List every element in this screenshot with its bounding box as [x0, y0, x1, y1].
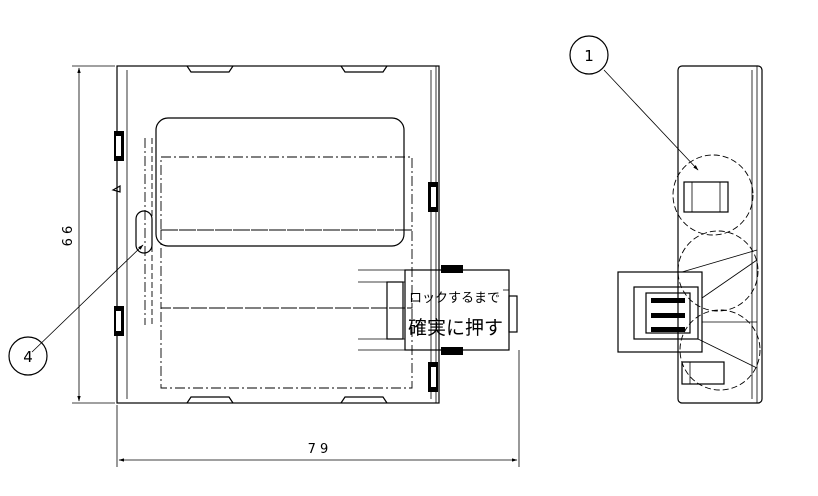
battery-outline-3 [160, 307, 413, 389]
left-clip-top-inner [116, 136, 121, 156]
dimension-width [116, 350, 520, 467]
label-line-2: 確実に押す [408, 317, 503, 339]
balloon-1-leader [603, 69, 699, 171]
balloon-4-label: 4 [23, 348, 33, 366]
balloon-1-label: 1 [584, 47, 594, 65]
battery-outline-2 [160, 229, 413, 309]
left-clip-bottom-inner [116, 311, 121, 331]
balloon-4 [8, 336, 48, 376]
balloon-1 [569, 35, 609, 75]
side-body [677, 65, 763, 404]
outer-frame [116, 65, 440, 404]
connector-housing [358, 265, 518, 355]
side-clip-bottom [681, 361, 725, 385]
left-notch [111, 184, 121, 193]
balloon-4-leader [31, 244, 144, 353]
battery-outline-1 [160, 156, 413, 231]
side-connector [617, 249, 758, 369]
dimension-height [72, 65, 115, 404]
dimension-height-label: 6 6 [61, 226, 76, 247]
right-clip-bottom-inner [431, 367, 436, 387]
detail-circle-1 [672, 154, 754, 236]
right-clip-top-inner [431, 187, 436, 207]
top-tabs [186, 65, 388, 73]
front-view: ロックするまで 確実に押す 6 6 7 9 4 [8, 65, 520, 467]
upper-pocket [155, 117, 405, 247]
dimension-width-label: 7 9 [308, 442, 329, 457]
detail-circle-3 [679, 309, 761, 391]
oval-latch [135, 210, 153, 254]
side-clip-top [683, 181, 729, 213]
side-view: 1 [569, 35, 763, 404]
label-line-1: ロックするまで [409, 291, 500, 306]
detail-circle-2 [677, 230, 759, 312]
bottom-tabs [186, 396, 388, 404]
